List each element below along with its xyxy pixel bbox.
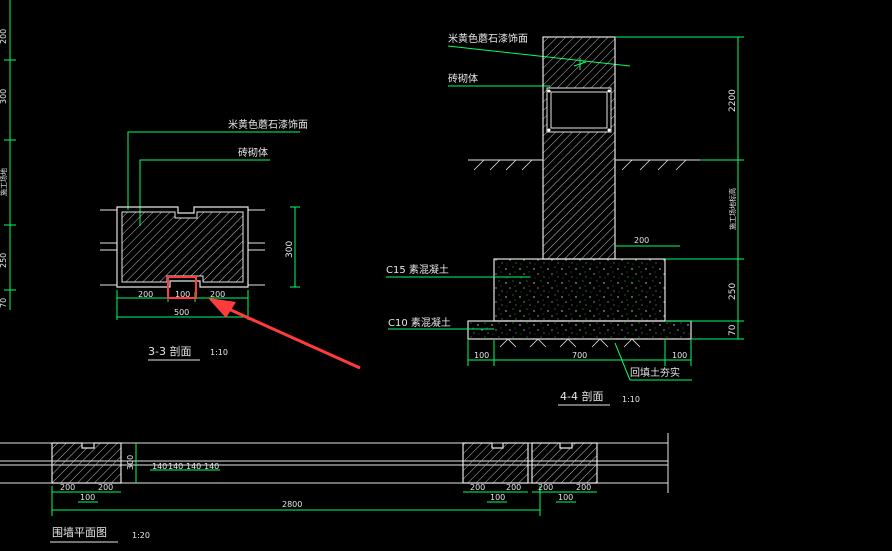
section-3-3-scale: 1:10 xyxy=(210,348,228,357)
plan-left-dim-2: 200 xyxy=(98,483,113,492)
highlight-box xyxy=(167,276,197,299)
pier-hatched-core xyxy=(121,211,244,283)
plan-rp1-dim-1: 200 xyxy=(470,483,485,492)
plan-span-dim: 2800 xyxy=(282,500,302,509)
pier-outline xyxy=(116,206,249,288)
plan-pier-right-1 xyxy=(462,442,529,484)
left-dim-70: 70 xyxy=(0,298,8,308)
plan-rp1-dim-2: 200 xyxy=(506,483,521,492)
dim-200-4-4: 200 xyxy=(634,236,649,245)
dim-3-3-height: 300 xyxy=(285,241,295,258)
rail-dim-1: 140 xyxy=(152,462,167,471)
dim-4-4-right: 100 xyxy=(672,351,687,360)
plan-title: 围墙平面图 xyxy=(52,525,107,539)
plan-scale: 1:20 xyxy=(132,531,150,540)
wall-plan: 300 140 140 140 140 200 200 100 2800 200… xyxy=(0,433,669,543)
dim-4-4-mid: 700 xyxy=(572,351,587,360)
rail-dim-2: 140 xyxy=(168,462,183,471)
dim-3-3-mid: 100 xyxy=(175,290,190,299)
left-dim-200: 200 xyxy=(0,29,8,44)
left-edge-dimensions: 200 300 施工场地 250 70 xyxy=(0,0,16,310)
dim-3-3-right: 200 xyxy=(210,290,225,299)
dim-250: 250 xyxy=(728,283,738,300)
plan-left-mid: 100 xyxy=(80,493,95,502)
label-stone-finish: 米黄色蘑石漆饰面 xyxy=(228,118,308,131)
plan-dim-300: 300 xyxy=(126,455,135,470)
section-4-4: 米黄色蘑石漆饰面 砖砌体 C1 xyxy=(386,32,744,406)
section-3-3-title: 3-3 剖面 xyxy=(148,344,191,358)
dim-side-note: 施工场地标高 xyxy=(728,188,737,230)
section-4-4-scale: 1:10 xyxy=(622,395,640,404)
label-brick-4-4: 砖砌体 xyxy=(448,72,478,85)
label-c10: C10 素混凝土 xyxy=(388,316,451,329)
brick-leader-line xyxy=(139,159,270,226)
dim-4-4-left: 100 xyxy=(474,351,489,360)
dim-2200: 2200 xyxy=(728,89,738,112)
left-dim-250: 250 xyxy=(0,253,8,268)
highlight-arrow-head xyxy=(208,298,236,318)
plan-rp2-dim-2: 200 xyxy=(576,483,591,492)
dim-3-3-left: 200 xyxy=(138,290,153,299)
rail-dim-3: 140 xyxy=(186,462,201,471)
label-brick-masonry: 砖砌体 xyxy=(238,146,268,159)
stone-leader-line xyxy=(127,131,300,210)
section-4-4-title: 4-4 剖面 xyxy=(560,389,603,403)
left-edge-note: 施工场地 xyxy=(0,168,8,196)
label-stone-finish-4-4: 米黄色蘑石漆饰面 xyxy=(448,32,528,45)
c15-footing xyxy=(493,258,666,322)
label-backfill: 回填土夯实 xyxy=(630,366,680,379)
plan-pier-right-2 xyxy=(531,442,598,484)
plan-pier-left xyxy=(51,442,122,484)
plan-rp1-mid: 100 xyxy=(490,493,505,502)
section-3-3: 米黄色蘑石漆饰面 砖砌体 300 200 100 200 500 xyxy=(100,118,361,370)
dim-3-3-total: 500 xyxy=(174,308,189,317)
rail-dim-4: 140 xyxy=(204,462,219,471)
dim-70: 70 xyxy=(728,324,738,336)
left-dim-300: 300 xyxy=(0,89,8,104)
plan-rp2-mid: 100 xyxy=(558,493,573,502)
c10-bed xyxy=(467,320,692,340)
plan-left-dim-1: 200 xyxy=(60,483,75,492)
plan-rp2-dim-1: 200 xyxy=(538,483,553,492)
highlight-arrow-shaft xyxy=(221,304,361,370)
column-body xyxy=(542,36,616,260)
label-c15: C15 素混凝土 xyxy=(386,263,449,276)
column-panel xyxy=(546,87,612,133)
